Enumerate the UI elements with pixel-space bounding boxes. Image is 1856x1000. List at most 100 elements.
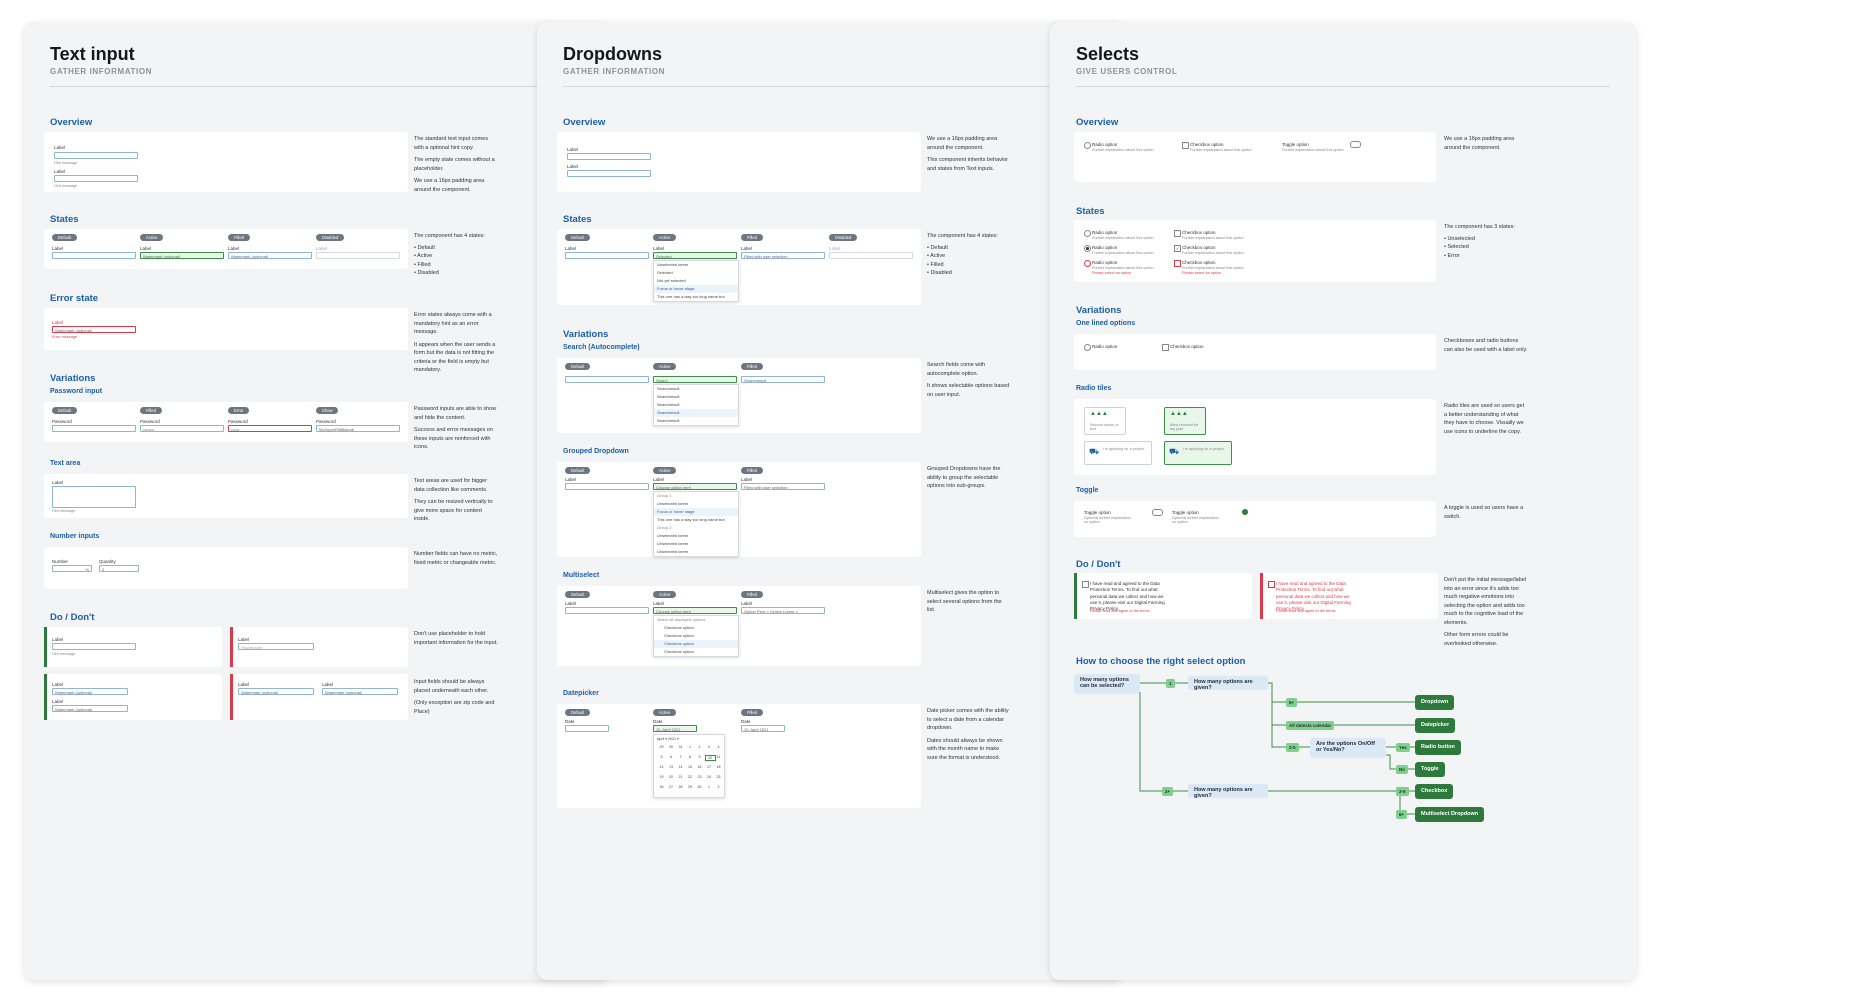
checkbox-error[interactable]: [1268, 581, 1275, 588]
calendar-day[interactable]: 8: [689, 755, 691, 759]
select-all-label[interactable]: Select all displayed options: [657, 617, 706, 622]
multiselect-active[interactable]: Choose option here: [653, 607, 737, 614]
search-input-filled[interactable]: Searchresult: [741, 376, 825, 383]
grouped-dropdown-filled[interactable]: Filled with user selection: [741, 483, 825, 490]
checkbox[interactable]: [1162, 344, 1169, 351]
calendar-day[interactable]: 16: [697, 765, 702, 769]
toggle-switch[interactable]: [1350, 141, 1361, 148]
calendar-day[interactable]: 2: [717, 785, 720, 789]
calendar-day[interactable]: 1: [689, 745, 691, 749]
menu-item[interactable]: Not yet selected: [657, 278, 686, 283]
text-input[interactable]: [52, 643, 136, 650]
toggle-switch-on[interactable]: [1242, 509, 1248, 515]
checkbox-error[interactable]: [1174, 260, 1181, 267]
checkbox-selected[interactable]: ✓: [1174, 245, 1181, 252]
calendar-day[interactable]: 13: [669, 765, 673, 769]
search-input[interactable]: [565, 376, 649, 383]
calendar-day[interactable]: 2: [698, 745, 701, 749]
text-input[interactable]: Watermark (optional): [52, 705, 128, 712]
multiselect[interactable]: [565, 607, 649, 614]
radio-button[interactable]: [1084, 344, 1091, 351]
menu-item[interactable]: Selected: [657, 270, 673, 275]
menu-item[interactable]: Unselected lorem: [657, 501, 689, 506]
radio-tile[interactable]: ▲▲▲ Second option or text: [1084, 407, 1126, 435]
menu-item[interactable]: This one has a way too long name but: [657, 517, 725, 522]
text-area[interactable]: [52, 486, 136, 508]
password-input[interactable]: [52, 425, 136, 432]
result-item[interactable]: Searchresult: [657, 394, 680, 399]
month-selector[interactable]: April ▾ 2021 ▾: [657, 737, 679, 741]
date-input[interactable]: [565, 725, 609, 732]
calendar-day[interactable]: 30: [697, 785, 702, 789]
calendar-day[interactable]: 31: [678, 745, 683, 749]
date-input-filled[interactable]: 10. April 2021: [741, 725, 785, 732]
password-input-show[interactable]: MySuperPA$$word!: [316, 425, 400, 432]
calendar-day[interactable]: 11: [716, 755, 721, 759]
calendar-day[interactable]: 27: [669, 785, 673, 789]
calendar-day[interactable]: 26: [659, 785, 664, 789]
menu-item[interactable]: Focus or hover stage: [654, 285, 738, 293]
text-input[interactable]: Watermark (optional): [238, 688, 314, 695]
menu-item[interactable]: Unselected lorem: [657, 541, 689, 546]
calendar-day[interactable]: 23: [697, 775, 702, 779]
error-input[interactable]: Watermark (optional): [52, 326, 136, 333]
calendar-day[interactable]: 12: [659, 765, 664, 769]
radio-tile-wide[interactable]: ⛟ I'm applying for a project: [1084, 441, 1152, 465]
calendar-day[interactable]: 1: [708, 785, 710, 789]
checkbox-item[interactable]: Checkbox option: [664, 649, 694, 654]
checkbox-unselected[interactable]: [1174, 230, 1181, 237]
text-input[interactable]: Watermark (optional): [322, 688, 398, 695]
radio-unselected[interactable]: [1084, 230, 1091, 237]
calendar-day[interactable]: 4: [717, 745, 720, 749]
radio-selected[interactable]: [1084, 245, 1091, 252]
multiselect-filled[interactable]: Option Pixel × Option Lorem ×: [741, 607, 825, 614]
calendar-day[interactable]: 15: [688, 765, 692, 769]
text-input-empty[interactable]: [54, 175, 138, 182]
checkbox[interactable]: [1182, 142, 1189, 149]
date-input-active[interactable]: 10. April 2021: [653, 725, 697, 732]
calendar-day[interactable]: 28: [678, 785, 683, 789]
default-input[interactable]: [52, 252, 136, 259]
radio-error[interactable]: [1084, 260, 1091, 267]
calendar-day[interactable]: 9: [698, 755, 701, 759]
number-input[interactable]: %: [52, 565, 92, 572]
calendar-day[interactable]: 6: [670, 755, 672, 759]
calendar-day[interactable]: 19: [659, 775, 664, 779]
radio-button[interactable]: [1084, 142, 1091, 149]
result-item[interactable]: Searchresult: [657, 418, 680, 423]
active-input[interactable]: Watermark (optional): [140, 252, 224, 259]
search-input-active[interactable]: Searc|: [653, 376, 737, 383]
password-input-filled[interactable]: ••••••••: [140, 425, 224, 432]
calendar-day[interactable]: 5: [660, 755, 663, 759]
grouped-dropdown-active[interactable]: Choose option here: [653, 483, 737, 490]
calendar-day[interactable]: 25: [716, 775, 721, 779]
filled-input[interactable]: Watermark (optional): [228, 252, 312, 259]
calendar-day[interactable]: 21: [678, 775, 683, 779]
calendar-day[interactable]: 14: [678, 765, 683, 769]
calendar-day[interactable]: 24: [707, 775, 711, 779]
filled-dropdown[interactable]: Filled with user selection: [741, 252, 825, 259]
password-input-error[interactable]: ••••••: [228, 425, 312, 432]
active-dropdown[interactable]: Selected: [653, 252, 737, 259]
calendar-day[interactable]: 7: [679, 755, 682, 759]
result-item[interactable]: Searchresult: [657, 386, 680, 391]
result-item[interactable]: Searchresult: [657, 402, 680, 407]
menu-item[interactable]: This one has a way too long name but: [657, 294, 725, 299]
calendar-day[interactable]: 18: [716, 765, 721, 769]
menu-item[interactable]: Unselected lorem: [657, 533, 689, 538]
dropdown[interactable]: [567, 153, 651, 160]
text-input[interactable]: Watermark (optional): [52, 688, 128, 695]
grouped-dropdown[interactable]: [565, 483, 649, 490]
menu-item[interactable]: Unselected lorem: [657, 262, 689, 267]
calendar-day[interactable]: 10: [704, 755, 716, 761]
quantity-input[interactable]: 0: [99, 565, 139, 572]
checkbox-item[interactable]: Checkbox option: [654, 640, 738, 648]
checkbox-item[interactable]: Checkbox option: [664, 625, 694, 630]
default-dropdown[interactable]: [565, 252, 649, 259]
menu-item[interactable]: Unselected lorem: [657, 549, 689, 554]
calendar-day[interactable]: 22: [688, 775, 692, 779]
result-item[interactable]: Searchresult: [654, 409, 738, 417]
text-input[interactable]: [54, 152, 138, 159]
checkbox[interactable]: [1082, 581, 1089, 588]
placeholder-input[interactable]: Placeholder: [238, 643, 314, 650]
